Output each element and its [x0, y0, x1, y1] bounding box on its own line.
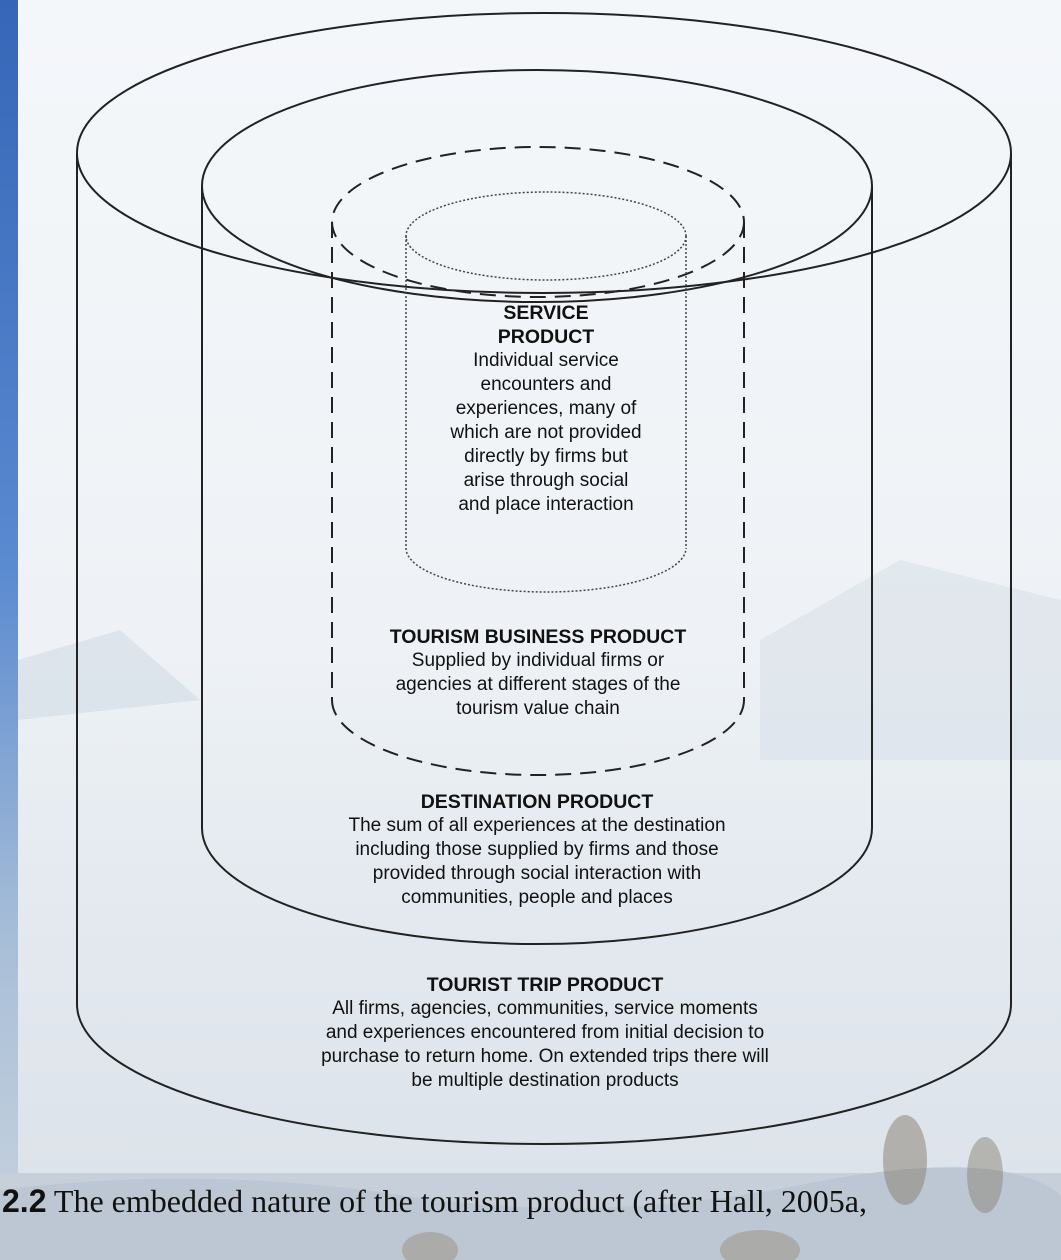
dotted-cylinder-service	[405, 191, 687, 593]
dashed-cylinder-business	[331, 146, 745, 776]
business-desc-line: agencies at different stages of the	[395, 674, 681, 695]
business-product-title: TOURISM BUSINESS PRODUCT	[389, 626, 687, 648]
service-desc-line: directly by firms but	[464, 446, 628, 467]
destination-desc-line: including those supplied by firms and th…	[355, 839, 719, 860]
destination-desc-line: The sum of all experiences at the destin…	[348, 815, 726, 836]
service-product-title-2: PRODUCT	[497, 326, 595, 348]
service-desc-line: arise through social	[463, 470, 629, 491]
trip-desc-line: be multiple destination products	[411, 1070, 679, 1091]
service-desc-line: and place interaction	[458, 494, 634, 515]
business-desc-line: tourism value chain	[456, 698, 620, 719]
figure-number: 2.2	[2, 1183, 47, 1219]
service-product-title-1: SERVICE	[503, 302, 589, 324]
service-desc-line: encounters and	[480, 374, 612, 395]
destination-desc-line: provided through social interaction with	[372, 863, 702, 884]
destination-desc-line: communities, people and places	[401, 887, 673, 908]
business-desc-line: Supplied by individual firms or	[411, 650, 665, 671]
trip-product-label: TOURIST TRIP PRODUCT All firms, agencies…	[200, 973, 890, 1093]
destination-product-title: DESTINATION PRODUCT	[420, 791, 654, 813]
middle-cylinder-destination	[201, 69, 873, 945]
destination-product-label: DESTINATION PRODUCT The sum of all exper…	[212, 790, 862, 910]
trip-desc-line: All firms, agencies, communities, servic…	[332, 998, 758, 1019]
service-desc-line: Individual service	[473, 350, 619, 371]
trip-desc-line: purchase to return home. On extended tri…	[321, 1046, 769, 1067]
service-desc-line: which are not provided	[450, 422, 642, 443]
service-desc-line: experiences, many of	[455, 398, 637, 419]
business-product-label: TOURISM BUSINESS PRODUCT Supplied by ind…	[336, 625, 740, 721]
outer-cylinder-trip	[76, 12, 1012, 1145]
trip-desc-line: and experiences encountered from initial…	[325, 1022, 765, 1043]
figure-caption-text: The embedded nature of the tourism produ…	[53, 1183, 867, 1219]
figure-caption: 2.2 The embedded nature of the tourism p…	[2, 1183, 867, 1220]
service-product-label: SERVICE PRODUCT Individual service encou…	[406, 301, 686, 517]
trip-product-title: TOURIST TRIP PRODUCT	[426, 974, 664, 996]
